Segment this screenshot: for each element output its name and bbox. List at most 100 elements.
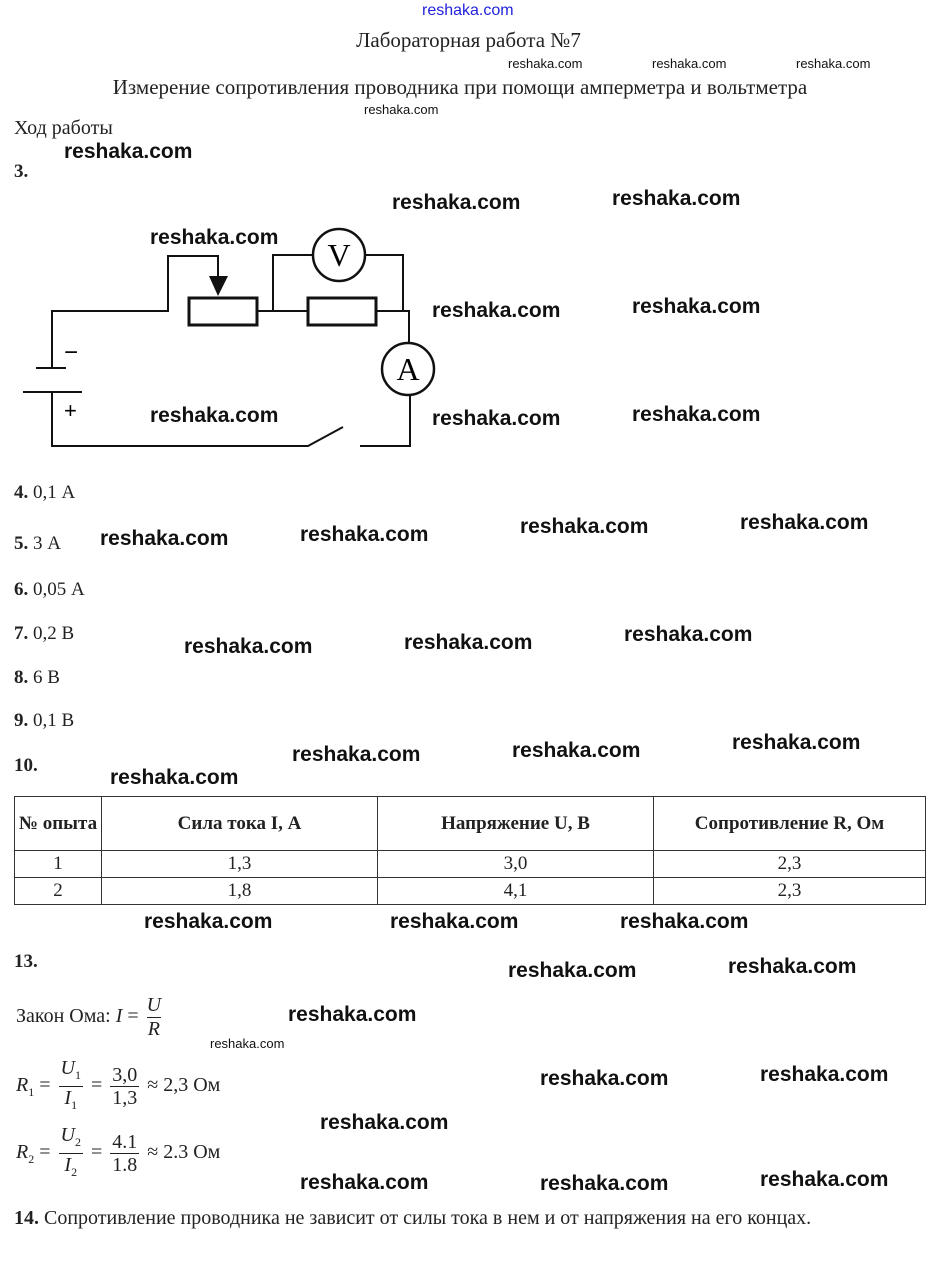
watermark: reshaka.com [760,1063,889,1086]
answer-7: 7. 0,2 В [14,623,74,645]
battery-minus: − [64,339,78,366]
text: 7. [14,623,29,644]
watermark: reshaka.com [364,102,439,117]
text: 1,8 [101,877,378,905]
watermark: reshaka.com [624,623,753,646]
text: 1,3 [101,850,378,878]
text: 3,0 [377,850,654,878]
watermark: reshaka.com [184,635,313,658]
element [365,254,404,311]
text: I [115,1005,123,1028]
element: 3. [14,161,28,183]
element: 10. [14,755,38,777]
watermark: reshaka.com [64,140,193,163]
watermark: reshaka.com [520,515,649,538]
text: 9. [14,710,29,731]
text: 2 [71,1165,78,1179]
text: 3,0 [110,1064,140,1087]
item-number: 13. [14,951,38,972]
element: U2 [58,1124,83,1154]
element: № опыта Сила тока I, А Напряжение U, В С… [14,796,926,905]
section-heading: Ход работы [14,117,113,139]
text: I [64,1087,72,1109]
element [23,227,436,447]
watermark: reshaka.com [632,295,761,318]
watermark[interactable]: reshaka.com [422,2,514,19]
watermark: reshaka.com [300,523,429,546]
answer-9: 9. 0,1 В [14,710,74,732]
watermark: reshaka.com [512,739,641,762]
col-header: Сила тока I, А [101,796,378,851]
watermark: reshaka.com [150,226,279,249]
element: I1 [62,1087,79,1116]
text: 4.1 [110,1131,140,1154]
watermark: reshaka.com [288,1003,417,1026]
watermark: reshaka.com [652,56,727,71]
text: 5. [14,533,29,554]
page-title: Лабораторная работа №7 [356,28,581,52]
element [376,310,410,343]
element [51,255,219,368]
page-subtitle: Измерение сопротивления проводника при п… [112,75,808,99]
answer-4: 4. 0,1 А [14,482,75,504]
text: ≈ 2,3 Ом [147,1074,221,1097]
watermark: reshaka.com [796,56,871,71]
answer-5: 5. 3 А [14,533,61,555]
watermark: reshaka.com [728,955,857,978]
answer-8: 8. 6 В [14,667,60,689]
text: 0,05 А [33,579,85,600]
col-header: Сопротивление R, Ом [653,796,926,851]
watermark: reshaka.com [540,1172,669,1195]
text: 6 В [33,667,60,688]
voltmeter [311,227,367,283]
watermark: reshaka.com [612,187,741,210]
col-header: № опыта [14,796,102,851]
ammeter [380,341,436,397]
watermark: reshaka.com [110,766,239,789]
watermark: reshaka.com [390,910,519,933]
text: 1 [71,1098,78,1112]
text: 0,2 В [33,623,75,644]
element: I2 [62,1154,79,1183]
watermark: reshaka.com [150,404,279,427]
watermark: reshaka.com [740,511,869,534]
answer-14: 14. Сопротивление проводника не зависит … [14,1204,907,1233]
text: 1 [14,850,102,878]
text: 8. [14,667,29,688]
watermark: reshaka.com [508,56,583,71]
watermark: reshaka.com [432,299,561,322]
text: U [60,1124,75,1146]
battery-plus: + [64,398,77,423]
text: 0,1 В [33,710,75,731]
watermark: reshaka.com [540,1067,669,1090]
text: 2,3 [653,877,926,905]
text: U [146,994,162,1018]
text: R [16,1074,29,1097]
text: 1 [74,1068,81,1082]
text: Закон Ома: [16,1005,111,1028]
watermark: reshaka.com [392,191,521,214]
text: 2 [28,1152,35,1167]
element: U1 [58,1057,83,1087]
rheostat-slider-arrow-icon [209,276,228,296]
watermark: reshaka.com [760,1168,889,1191]
watermark: reshaka.com [732,731,861,754]
watermark: reshaka.com [632,403,761,426]
text: 2 [14,877,102,905]
text: R [147,1018,160,1040]
watermark: reshaka.com [508,959,637,982]
circuit-diagram: V A − + [23,227,436,447]
watermark: reshaka.com [404,631,533,654]
watermark: reshaka.com [100,527,229,550]
col-header: Напряжение U, В [377,796,654,851]
element [51,392,344,447]
text: 1 [28,1085,35,1100]
item-number: 10. [14,755,38,776]
